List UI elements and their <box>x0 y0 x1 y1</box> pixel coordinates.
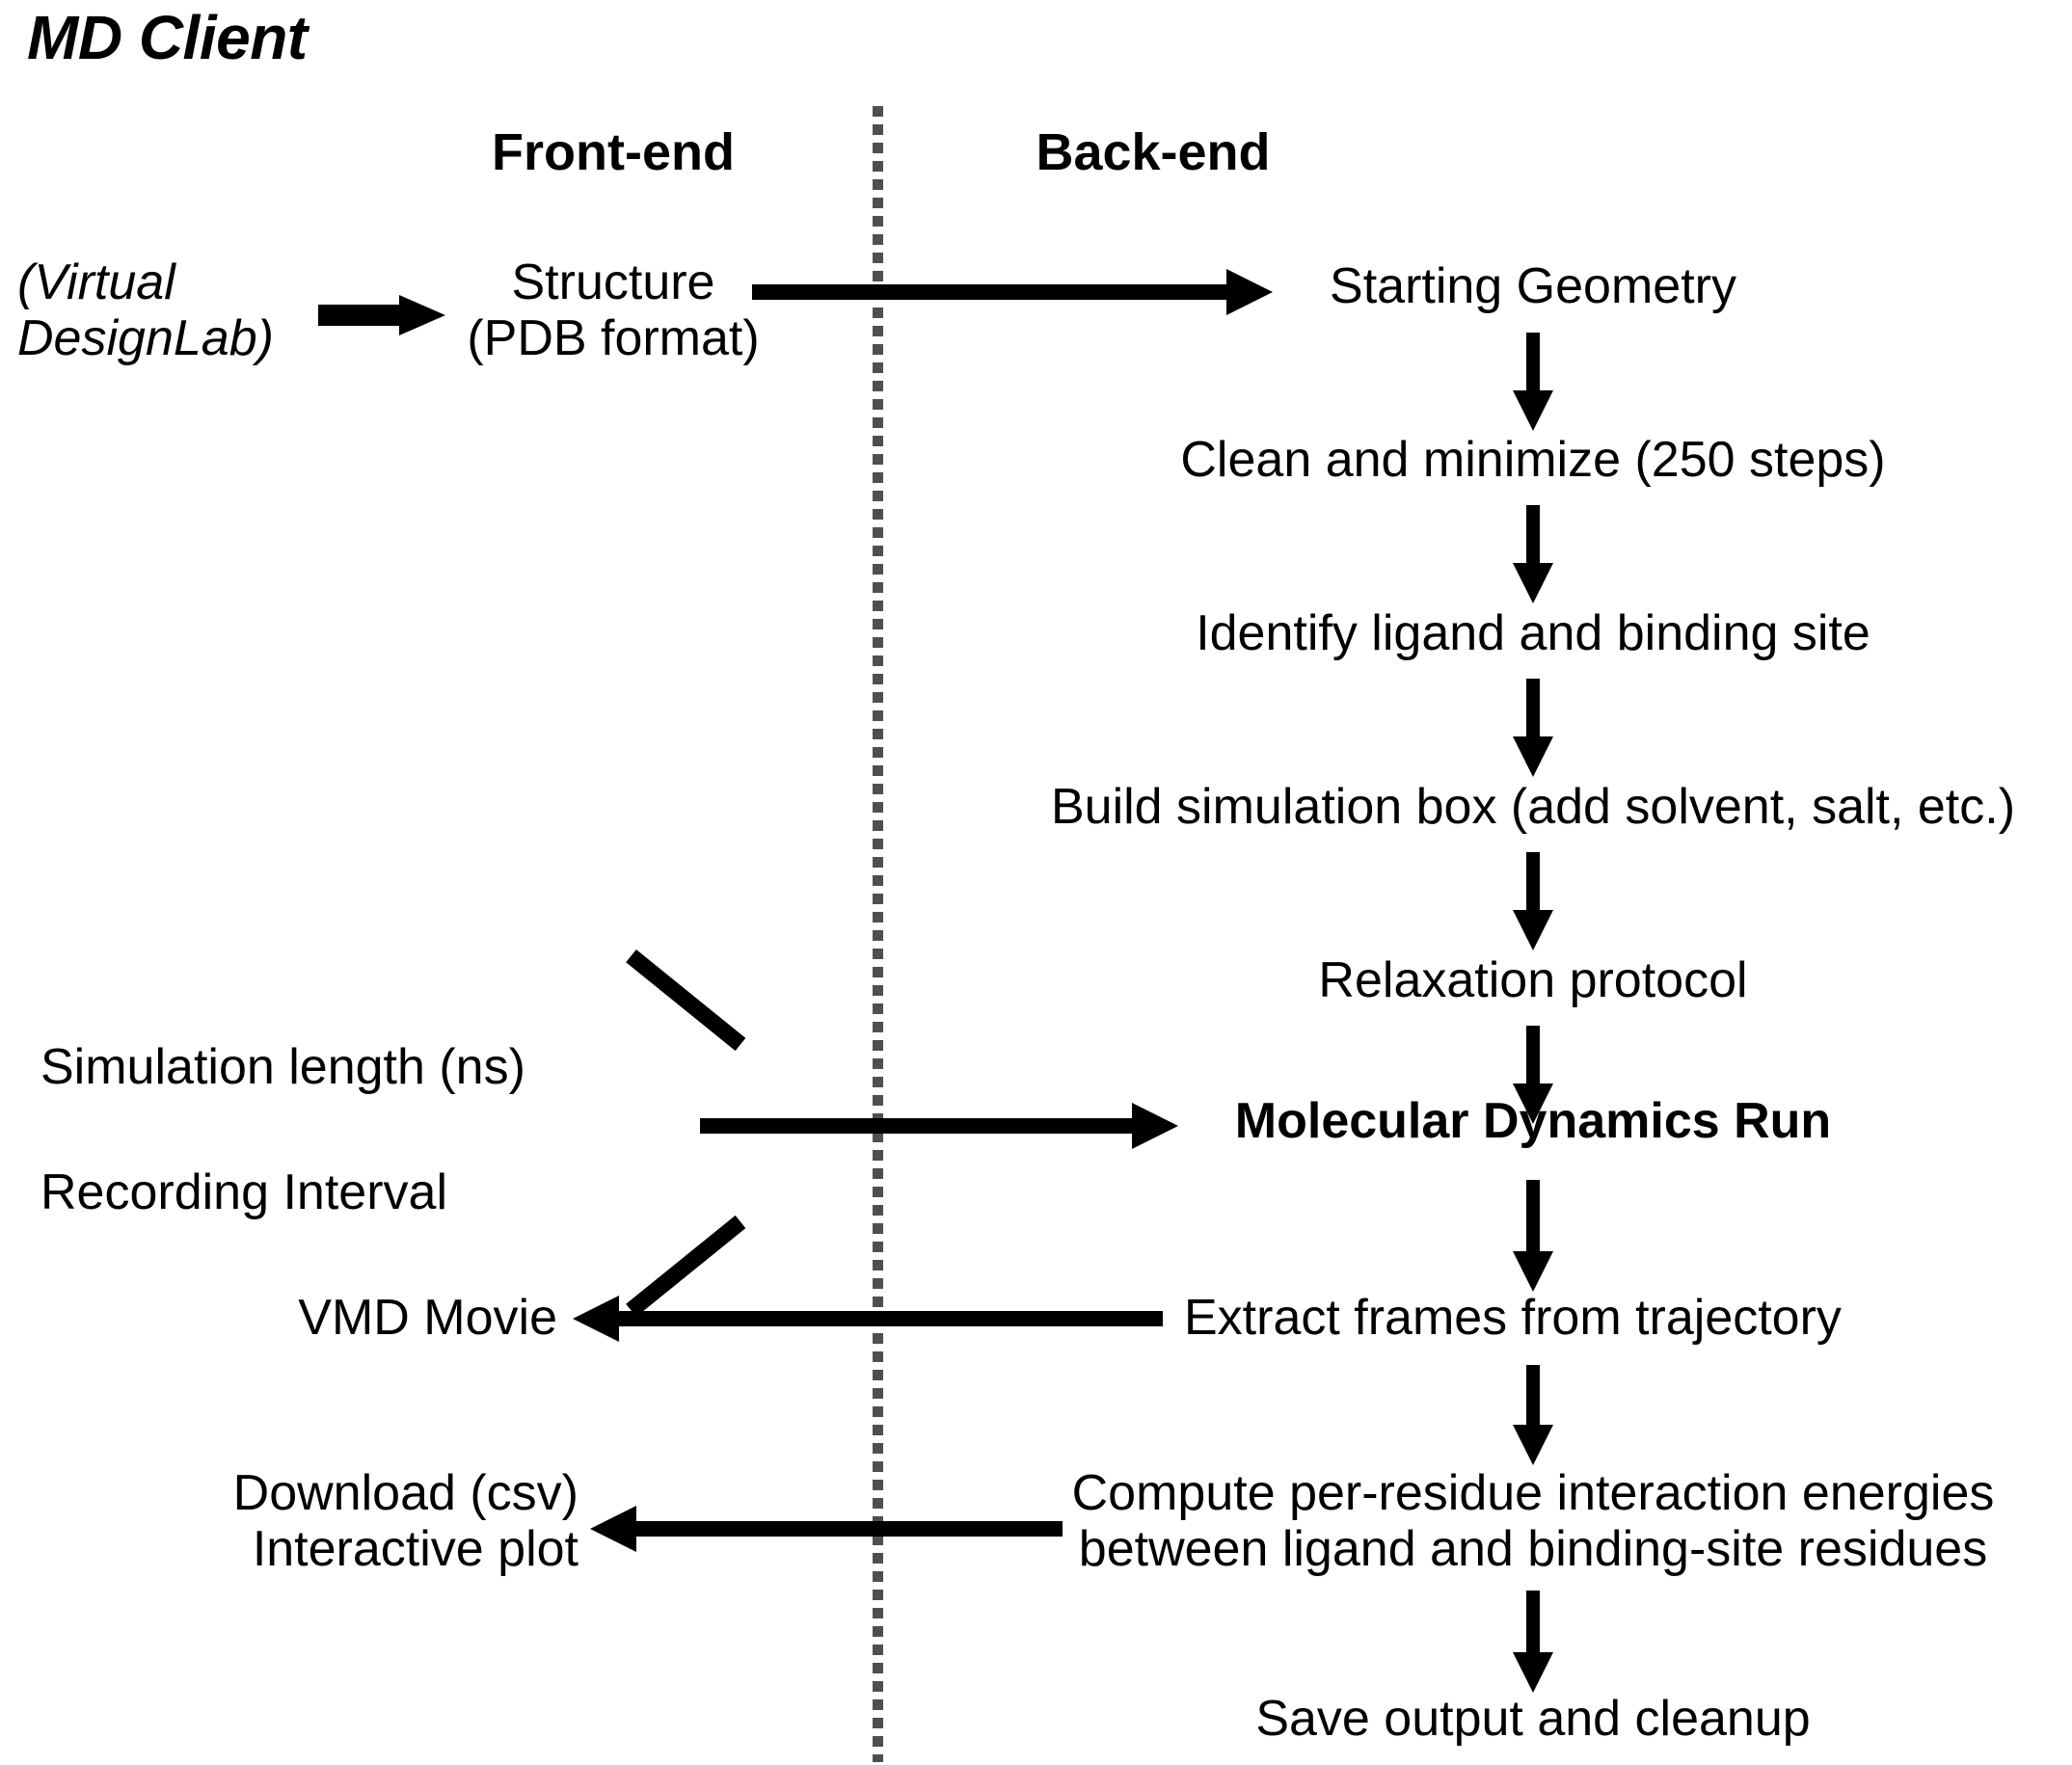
node-molecular-dynamics-run: Molecular Dynamics Run <box>1234 1093 1832 1149</box>
page-title: MD Client <box>27 3 308 72</box>
node-vmd-movie: VMD Movie <box>298 1290 557 1346</box>
fork-limb-lower <box>626 1215 746 1317</box>
node-save-output: Save output and cleanup <box>1255 1691 1811 1747</box>
node-identify-ligand: Identify ligand and binding site <box>1196 605 1870 661</box>
column-header-back-end: Back-end <box>1036 123 1271 181</box>
node-structure-pdb: Structure (PDB format) <box>467 254 760 367</box>
node-extract-frames: Extract frames from trajectory <box>1184 1290 1842 1346</box>
front-back-divider <box>873 106 883 1762</box>
node-recording-interval: Recording Interval <box>40 1164 447 1220</box>
column-header-front-end: Front-end <box>492 123 735 181</box>
node-download-interactive-plot: Download (csv) Interactive plot <box>232 1465 579 1578</box>
node-clean-minimize: Clean and minimize (250 steps) <box>1180 432 1886 488</box>
fork-limb-upper <box>626 949 746 1052</box>
node-build-simulation-box: Build simulation box (add solvent, salt,… <box>1050 779 2016 835</box>
node-starting-geometry: Starting Geometry <box>1330 258 1736 314</box>
node-relaxation-protocol: Relaxation protocol <box>1318 952 1748 1008</box>
node-compute-energies: Compute per-residue interaction energies… <box>1071 1465 1995 1578</box>
node-virtual-designlab: (Virtual DesignLab) <box>17 254 274 367</box>
node-simulation-length: Simulation length (ns) <box>40 1039 525 1095</box>
